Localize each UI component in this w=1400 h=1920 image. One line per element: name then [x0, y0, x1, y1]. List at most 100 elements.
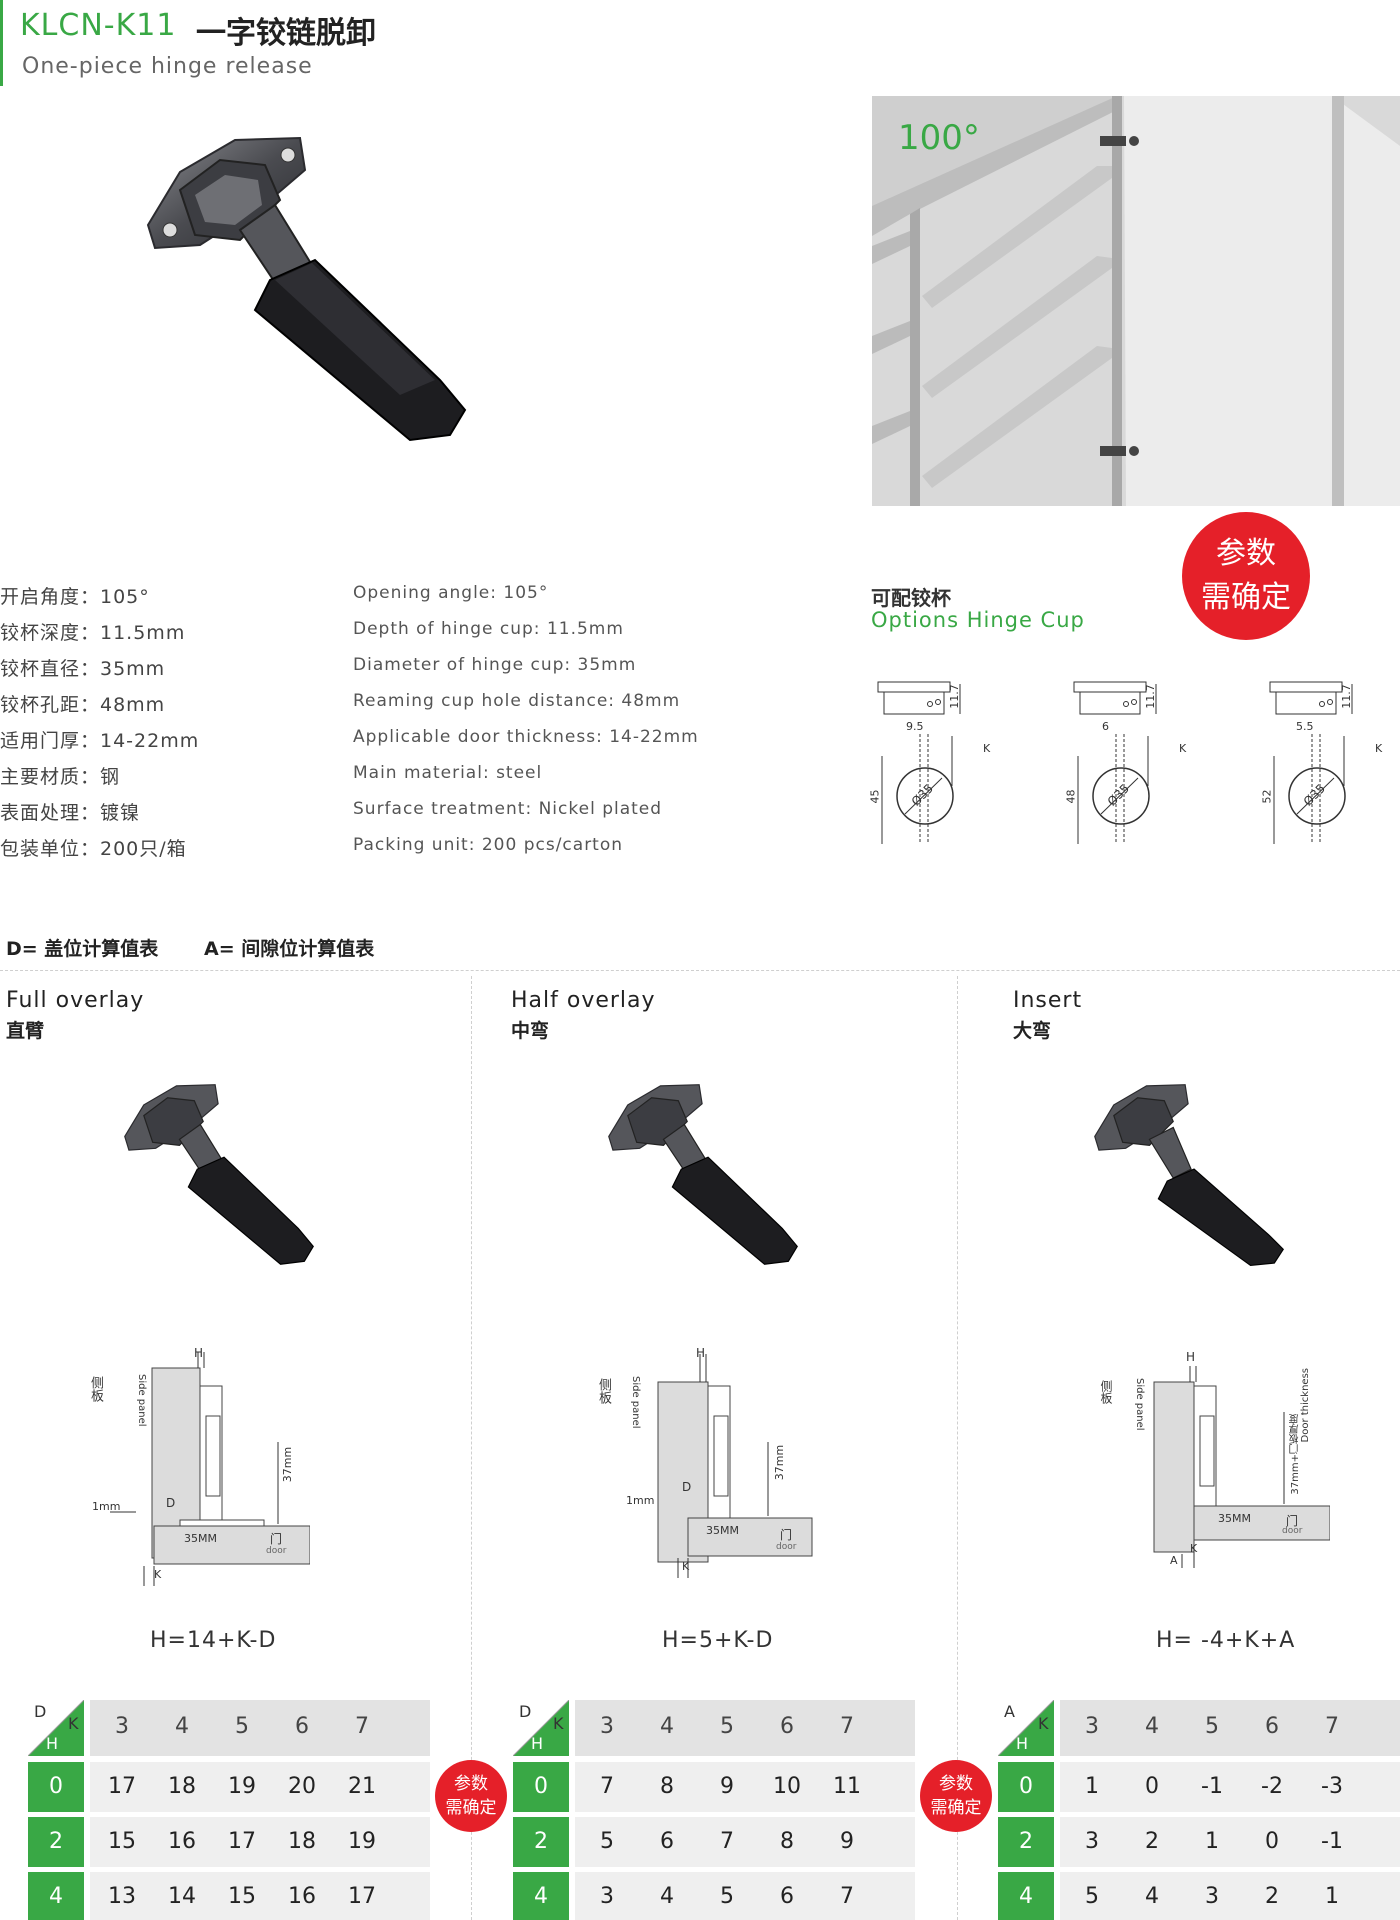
- row-label: 2: [998, 1817, 1054, 1867]
- table-cell: -2: [1261, 1774, 1283, 1799]
- d2-side-cn: 侧板: [596, 1378, 611, 1404]
- table-cell: 18: [168, 1774, 196, 1799]
- table-cell: 7: [840, 1884, 854, 1909]
- spec-cn-material: 主要材质：钢: [0, 766, 121, 788]
- spec-en-packing: Packing unit: 200 pcs/carton: [353, 835, 624, 855]
- table-cell: 10: [773, 1774, 801, 1799]
- col3-title-en: Insert: [1013, 988, 1083, 1013]
- d3-a: A: [1170, 1554, 1178, 1567]
- d1-side-cn: 侧板: [88, 1376, 103, 1402]
- cup2-offset: 6: [1102, 720, 1109, 733]
- table-cell: 0: [1265, 1829, 1279, 1854]
- table-cell: 19: [348, 1829, 376, 1854]
- header-cell: 7: [840, 1714, 854, 1739]
- table-cell: 0: [1145, 1774, 1159, 1799]
- d2-door-en: door: [776, 1542, 797, 1552]
- d1-door-cn: 门: [270, 1532, 283, 1546]
- col2-title-en: Half overlay: [511, 988, 656, 1013]
- table-cell: 13: [108, 1884, 136, 1909]
- table-cell: 17: [348, 1884, 376, 1909]
- table-cell: -3: [1321, 1774, 1343, 1799]
- table-cell: 7: [720, 1829, 734, 1854]
- corner-k: K: [1038, 1714, 1049, 1733]
- d2-door-cn: 门: [780, 1528, 793, 1542]
- d3-side-cn: 侧板: [1099, 1380, 1113, 1404]
- cup-options-title-cn: 可配铰杯: [871, 586, 951, 610]
- cup1-distance: 45: [868, 789, 882, 804]
- header-cell: 5: [235, 1714, 249, 1739]
- stamp-line2: 需确定: [1201, 580, 1291, 615]
- header-cell: 5: [720, 1714, 734, 1739]
- table-full-overlay: D K H 3 4 5 6 7 0 17 18 19 20 21 2 15 16…: [27, 1699, 430, 1920]
- table-cell: 5: [600, 1829, 614, 1854]
- legend-a: A= 间隙位计算值表: [204, 938, 375, 960]
- header-cell: 4: [1145, 1714, 1159, 1739]
- d3-door-en: door: [1282, 1526, 1303, 1536]
- cup2-k: K: [1179, 742, 1187, 755]
- table-cell: 1: [1325, 1884, 1339, 1909]
- spec-en-diameter: Diameter of hinge cup: 35mm: [353, 655, 637, 675]
- table-cell: 5: [720, 1884, 734, 1909]
- table-cell: 7: [600, 1774, 614, 1799]
- row-label: 0: [513, 1762, 569, 1812]
- d2-side-en: Side panel: [630, 1376, 641, 1429]
- table-row: 0 17 18 19 20 21: [28, 1762, 430, 1812]
- header-cell: 7: [1325, 1714, 1339, 1739]
- header-cell: 7: [355, 1714, 369, 1739]
- table-cell: 9: [720, 1774, 734, 1799]
- header-cell: 6: [1265, 1714, 1279, 1739]
- cup3-k: K: [1375, 742, 1383, 755]
- table-cell: 11: [833, 1774, 861, 1799]
- hinge-image-half-overlay: [604, 1076, 824, 1286]
- d3-side-en: Side panel: [1134, 1378, 1145, 1431]
- d1-k: K: [154, 1568, 162, 1581]
- column-divider-2: [957, 976, 958, 1920]
- table-half-overlay: D K H 3 4 5 6 7 0 7 8 9 10 11 2 5 6 7 8 …: [512, 1699, 915, 1920]
- table-cell: 20: [288, 1774, 316, 1799]
- corner-d: D: [519, 1702, 532, 1721]
- row-label: 4: [28, 1872, 84, 1920]
- spec-cn-door-thickness: 适用门厚：14-22mm: [0, 730, 200, 752]
- cup1-depth: 11.7: [947, 684, 961, 709]
- row-label: 2: [513, 1817, 569, 1867]
- row-label: 0: [998, 1762, 1054, 1812]
- row-label: 4: [998, 1872, 1054, 1920]
- header-cell: 3: [115, 1714, 129, 1739]
- col3-title-cn: 大弯: [1013, 1020, 1052, 1042]
- table-header-row: 3 4 5 6 7: [575, 1700, 915, 1756]
- header-cell: 4: [175, 1714, 189, 1739]
- col1-title-en: Full overlay: [6, 988, 145, 1013]
- cup2-depth: 11.7: [1143, 684, 1157, 709]
- table-cell: 5: [1085, 1884, 1099, 1909]
- table-cell: 6: [660, 1829, 674, 1854]
- table-cell: 8: [660, 1774, 674, 1799]
- cup-drawing-3: 11.7 5.5 K 52 Ø35: [1261, 676, 1400, 856]
- row-label: 4: [513, 1872, 569, 1920]
- spec-en-hole-distance: Reaming cup hole distance: 48mm: [353, 691, 681, 711]
- diagram-insert: H 侧板 Side panel 35MM 37mm+门板厚度 Door thic…: [1099, 1346, 1331, 1591]
- table-cell: 1: [1085, 1774, 1099, 1799]
- corner-k: K: [68, 1714, 79, 1733]
- table-cell: 3: [1205, 1884, 1219, 1909]
- table-corner: D K H: [512, 1699, 570, 1757]
- col1-title-cn: 直臂: [6, 1020, 45, 1042]
- hinge-image-full-overlay: [120, 1076, 340, 1286]
- header-accent-bar: [0, 0, 3, 86]
- table-cell: 14: [168, 1884, 196, 1909]
- table-row: 0 7 8 9 10 11: [513, 1762, 915, 1812]
- product-name: 一字铰链脱卸: [196, 16, 376, 51]
- cup3-depth: 11.7: [1339, 684, 1353, 709]
- table-cell: 3: [600, 1884, 614, 1909]
- spec-en-door-thickness: Applicable door thickness: 14-22mm: [353, 727, 699, 747]
- table-cell: 16: [288, 1884, 316, 1909]
- hinge-image-insert: [1090, 1076, 1310, 1286]
- hinge-product-image: [140, 130, 510, 470]
- spec-cn-angle: 开启角度：105°: [0, 586, 150, 608]
- header-cell: 4: [660, 1714, 674, 1739]
- corner-a: A: [1004, 1702, 1015, 1721]
- row-label: 0: [28, 1762, 84, 1812]
- d3-door-thickness-en: Door thickness: [1300, 1368, 1311, 1443]
- spec-cn-packing: 包装单位：200只/箱: [0, 838, 187, 860]
- confirm-params-stamp: 参数 需确定: [1182, 512, 1310, 640]
- header-cell: 6: [295, 1714, 309, 1739]
